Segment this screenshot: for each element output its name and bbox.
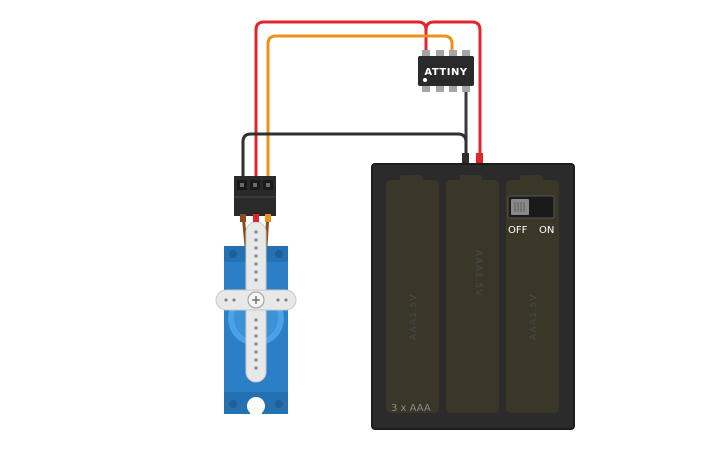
servo-motor[interactable]: [215, 176, 297, 416]
battery-terminals: [462, 153, 483, 163]
switch-on-label: ON: [539, 225, 554, 236]
wires: [241, 20, 482, 180]
servo-connector[interactable]: [234, 176, 276, 216]
svg-text:AAA1.5V: AAA1.5V: [473, 250, 483, 296]
battery-capacity-label: 3 x AAA: [391, 403, 431, 414]
svg-text:AAA1.5V: AAA1.5V: [409, 294, 419, 340]
servo-horn[interactable]: [215, 221, 297, 383]
battery-cell: AAA1.5V: [446, 175, 499, 413]
svg-text:AAA1.5V: AAA1.5V: [529, 294, 539, 340]
battery-cell: AAA1.5V: [506, 175, 559, 413]
switch-off-label: OFF: [508, 225, 528, 236]
attiny-chip[interactable]: ATTINY: [418, 50, 474, 92]
power-switch[interactable]: OFF ON: [507, 195, 555, 236]
wire-red-servo-to-chip[interactable]: [254, 20, 428, 180]
wire-black-servo-to-battery[interactable]: [241, 132, 468, 180]
chip-label: ATTINY: [424, 67, 467, 78]
battery-cell: AAA1.5V: [386, 175, 439, 413]
battery-pack[interactable]: AAA1.5V AAA1.5V AAA1.5V OFF ON 3 x AAA: [371, 163, 575, 430]
wire-red-chip-to-battery[interactable]: [424, 20, 482, 158]
wire-orange-signal[interactable]: [266, 34, 454, 180]
